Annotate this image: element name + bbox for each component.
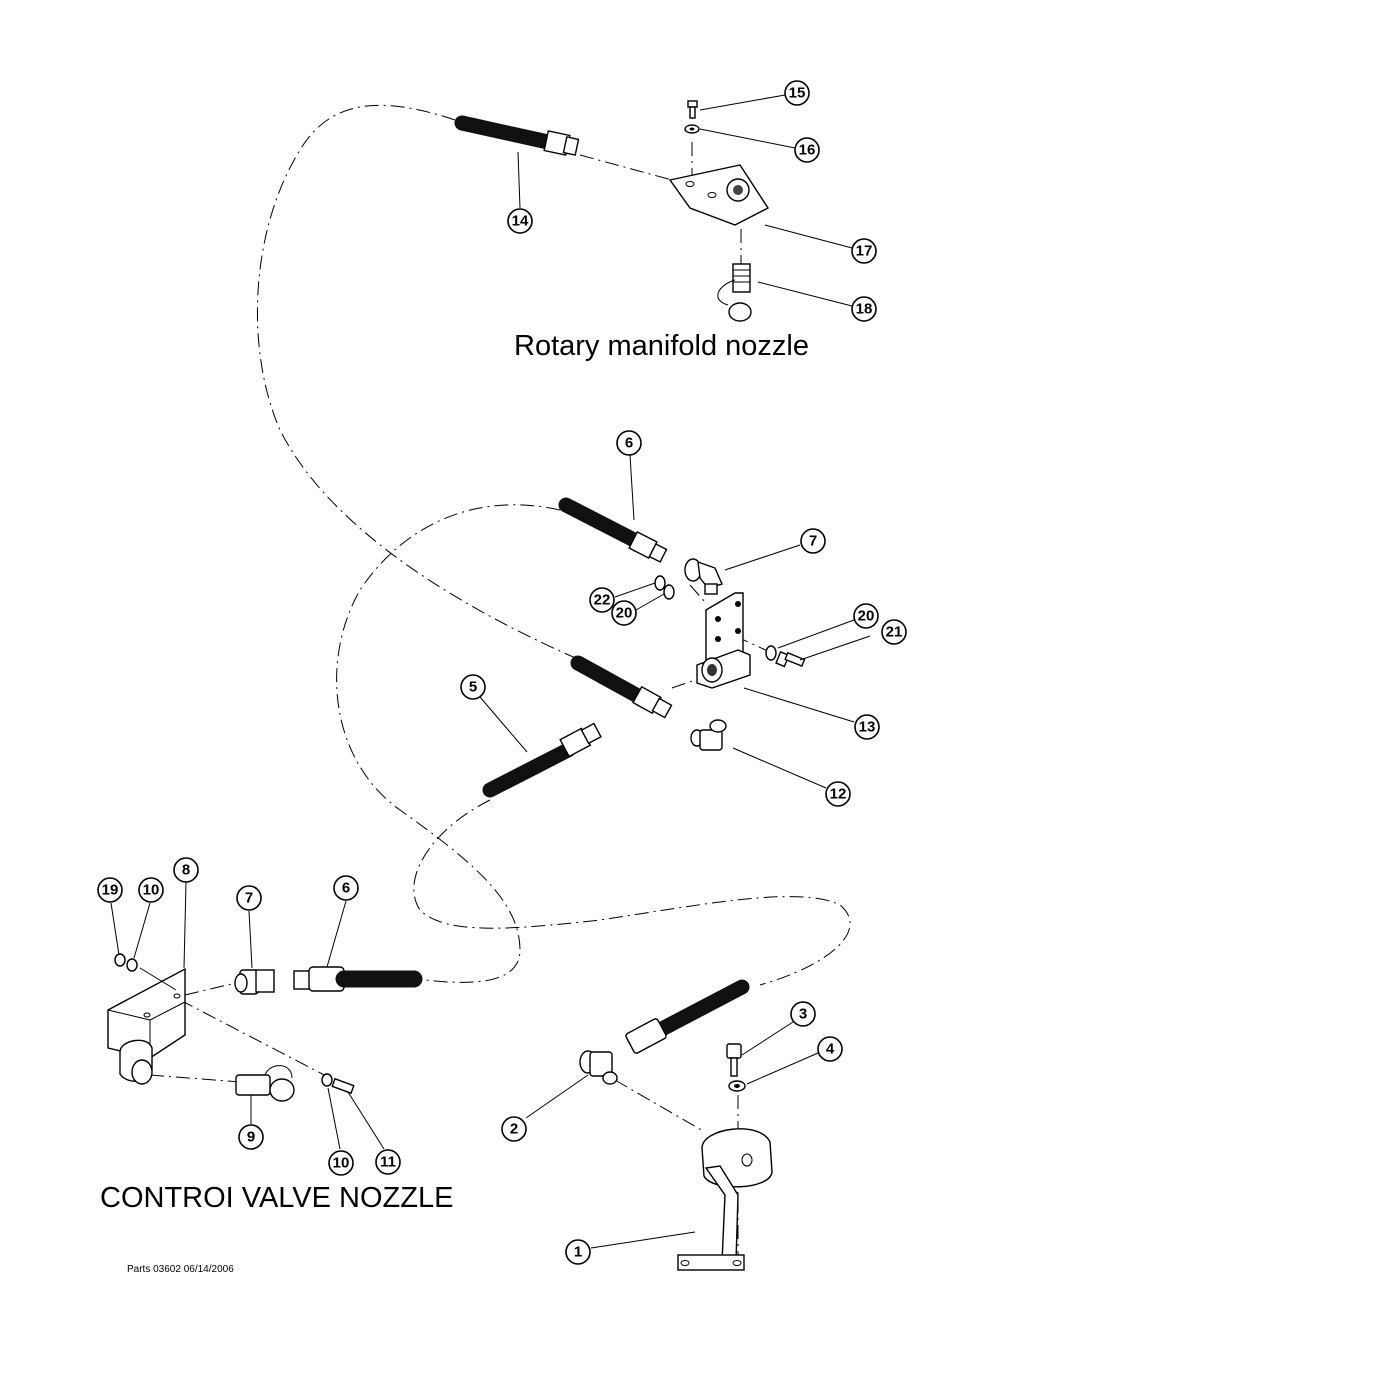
part-fitting-12 (690, 719, 727, 751)
part-nozzle-9 (235, 1065, 295, 1102)
svg-text:2: 2 (510, 1121, 518, 1138)
part-washer-4 (728, 1080, 746, 1092)
callout-12: 12 (825, 781, 851, 807)
callout-8: 8 (173, 857, 199, 883)
control-valve-title: CONTROI VALVE NOZZLE (100, 1182, 453, 1214)
svg-text:10: 10 (333, 1155, 350, 1172)
svg-text:5: 5 (469, 679, 477, 696)
svg-text:6: 6 (625, 435, 633, 452)
callout-17: 17 (851, 238, 877, 264)
callout-22: 22 (589, 587, 615, 613)
part-washer-16 (684, 124, 700, 134)
svg-text:8: 8 (182, 862, 190, 879)
part-washers-20-22 (654, 575, 777, 661)
part-bracket-13 (696, 592, 751, 689)
svg-text:21: 21 (886, 624, 903, 641)
svg-text:3: 3 (799, 1006, 807, 1023)
callout-15: 15 (784, 80, 810, 106)
callout-2: 2 (501, 1116, 527, 1142)
svg-text:12: 12 (830, 786, 847, 803)
svg-text:1: 1 (574, 1244, 582, 1261)
svg-text:16: 16 (799, 142, 816, 159)
svg-text:10: 10 (143, 882, 160, 899)
callout-balloons: 15 16 14 17 18 6 7 22 20 20 21 5 13 12 1… (97, 80, 907, 1265)
part-hose-14 (454, 115, 580, 156)
callout-16: 16 (794, 137, 820, 163)
svg-text:19: 19 (102, 882, 119, 899)
callout-4: 4 (817, 1036, 843, 1062)
callout-18: 18 (851, 296, 877, 322)
part-hose-6-upper (558, 497, 668, 563)
svg-text:7: 7 (809, 533, 817, 550)
part-bracket-8 (107, 967, 186, 1085)
callout-10-lower: 10 (328, 1150, 354, 1176)
part-nozzle-18 (717, 263, 752, 322)
callout-13: 13 (854, 714, 880, 740)
part-hose-5 (482, 722, 602, 798)
svg-text:14: 14 (512, 213, 529, 230)
svg-text:18: 18 (856, 301, 873, 318)
svg-text:4: 4 (826, 1041, 835, 1058)
callout-5: 5 (460, 674, 486, 700)
part-hose-6-lower (293, 966, 423, 992)
callout-7-upper: 7 (800, 528, 826, 554)
svg-text:11: 11 (380, 1154, 396, 1171)
callout-7-lower: 7 (236, 885, 262, 911)
part-hose-5-short (570, 655, 673, 719)
svg-text:20: 20 (858, 608, 875, 625)
callout-9: 9 (238, 1124, 264, 1150)
svg-text:17: 17 (856, 243, 873, 260)
callout-10-upper: 10 (138, 877, 164, 903)
routing-lines (149, 104, 851, 1258)
parts-footer: Parts 03602 06/14/2006 (127, 1264, 234, 1275)
part-bolt-15 (687, 100, 698, 119)
part-bolt-3 (726, 1043, 742, 1077)
part-washer-bolt-10-11 (321, 1073, 355, 1095)
leader-lines (110, 94, 871, 1249)
callout-6-lower: 6 (333, 875, 359, 901)
part-nozzle-1 (677, 1128, 773, 1271)
svg-text:20: 20 (616, 605, 633, 622)
callout-1: 1 (565, 1239, 591, 1265)
callout-20-left: 20 (611, 600, 637, 626)
part-hose-lower-right (625, 979, 750, 1054)
callout-19: 19 (97, 877, 123, 903)
part-fitting-2 (579, 1050, 618, 1085)
rotary-manifold-title: Rotary manifold nozzle (514, 330, 809, 362)
part-washers-19-10 (114, 953, 138, 972)
svg-text:15: 15 (789, 85, 806, 102)
svg-text:13: 13 (859, 719, 876, 736)
part-elbow-7-upper (684, 558, 723, 595)
part-plate-17 (668, 164, 770, 226)
callout-20-right: 20 (853, 603, 879, 629)
callout-21: 21 (881, 619, 907, 645)
callout-11: 11 (375, 1149, 401, 1175)
callout-14: 14 (507, 208, 533, 234)
callout-6-upper: 6 (616, 430, 642, 456)
part-elbow-7-lower (234, 969, 275, 995)
svg-text:22: 22 (594, 592, 611, 609)
part-bolt-21 (775, 651, 806, 668)
svg-text:7: 7 (245, 890, 253, 907)
callout-3: 3 (790, 1001, 816, 1027)
svg-text:9: 9 (247, 1129, 255, 1146)
svg-text:6: 6 (342, 880, 350, 897)
